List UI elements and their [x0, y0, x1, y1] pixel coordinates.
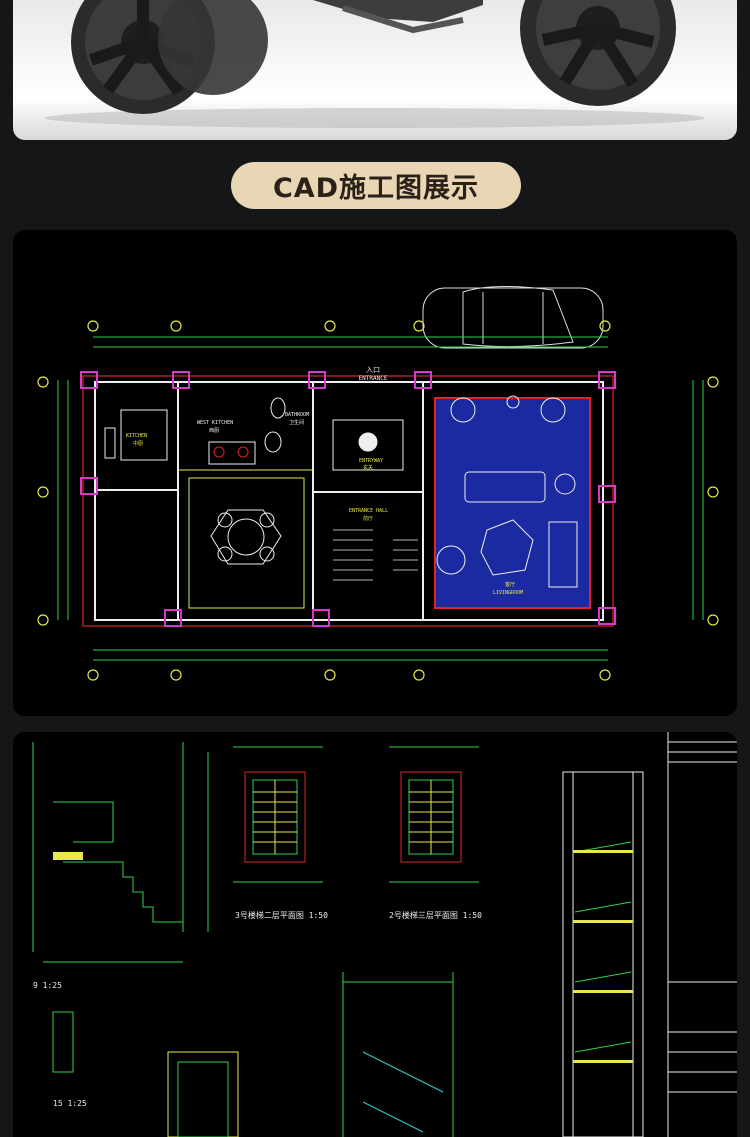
living-room-carpet	[434, 397, 591, 609]
kitchen-fixtures	[104, 409, 256, 465]
living-room-en-label: LIVINGROOM	[493, 590, 523, 596]
kitchen-cn-label: 中厨	[133, 440, 143, 447]
dimension-lines	[57, 336, 704, 661]
west-kitchen-cn-label: 西厨	[209, 428, 219, 434]
bathroom-en-label: BATHROOM	[285, 412, 309, 418]
detail-9-label: 9 1:25	[33, 981, 62, 990]
columns	[80, 371, 616, 627]
detail-15-label: 15 1:25	[53, 1099, 87, 1108]
hatch-block	[53, 852, 83, 860]
section-title: CAD施工图展示	[272, 173, 480, 204]
stair-detail-drawings: 9 1:25 3号楼梯二层平面图 1:50 2号楼梯三层平面图 1:50	[13, 732, 737, 1137]
stair-details-svg: 9 1:25 3号楼梯二层平面图 1:50 2号楼梯三层平面图 1:50	[32, 732, 737, 1137]
stair-plan-2-title: 2号楼梯三层平面图 1:50	[389, 910, 482, 920]
car-outline	[422, 285, 604, 349]
stair-treads	[333, 529, 418, 581]
car-wheels-graphic	[45, 0, 705, 128]
stair-section	[562, 771, 644, 1137]
west-kitchen-en-label: WEST KITCHEN	[197, 420, 233, 426]
title-block	[667, 732, 737, 1137]
entrance-hall-cn-label: 前厅	[363, 515, 373, 522]
floor-plan-svg: 入口 ENTRANCE KITCHEN 中厨 WEST KITCHEN 西厨 B…	[37, 285, 719, 681]
section-title-badge: CAD施工图展示	[231, 162, 521, 209]
stair-floor-slabs	[573, 850, 633, 1063]
stair-flights	[574, 841, 632, 1053]
entryway-en-label: ENTRYWAY	[359, 458, 383, 464]
stair-flight-cyan	[362, 1051, 444, 1133]
hero-car-image	[13, 0, 737, 140]
bathroom-fixtures	[264, 397, 286, 453]
kitchen-en-label: KITCHEN	[126, 433, 147, 439]
living-room-cn-label: 客厅	[505, 581, 515, 588]
stair-plan-3-title: 3号楼梯二层平面图 1:50	[235, 910, 328, 920]
axis-markers	[37, 320, 719, 681]
living-room-furniture	[436, 395, 578, 588]
floor-plan-drawing: 入口 ENTRANCE KITCHEN 中厨 WEST KITCHEN 西厨 B…	[13, 230, 737, 716]
entrance-en-label: ENTRANCE	[359, 375, 388, 382]
entry-rug	[332, 419, 404, 471]
dining-table	[188, 477, 305, 609]
lower-details	[52, 972, 454, 1137]
bathroom-cn-label: 卫生间	[289, 419, 304, 426]
stair-plan-3	[233, 746, 323, 883]
entrance-cn-label: 入口	[366, 366, 380, 374]
left-section-detail	[32, 742, 209, 963]
entrance-hall-en-label: ENTRANCE HALL	[349, 508, 388, 514]
entryway-cn-label: 玄关	[363, 464, 373, 471]
stair-plan-2	[389, 746, 479, 883]
